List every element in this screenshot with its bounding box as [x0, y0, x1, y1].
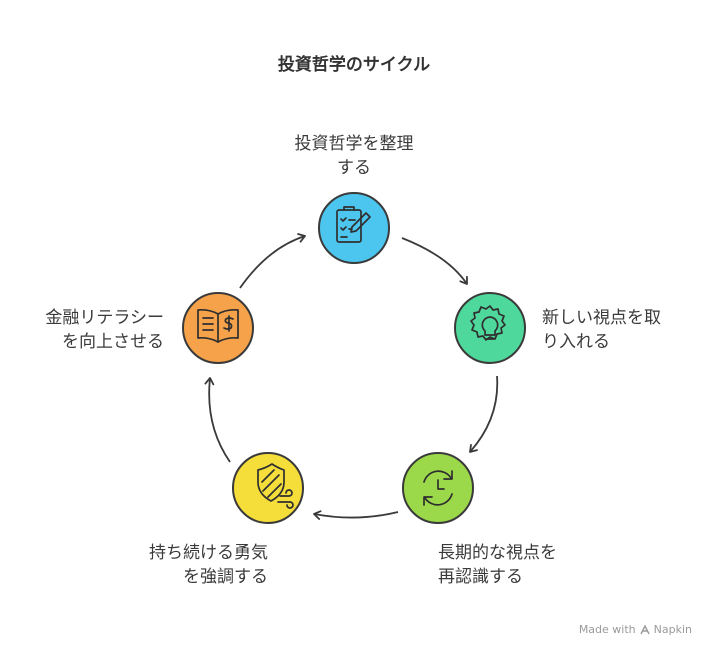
- arrow-long-term-to-courage: [313, 510, 399, 520]
- node-new-view: [454, 292, 526, 364]
- label-long-term-line2: 再認識する: [438, 567, 523, 587]
- watermark-prefix: Made with: [578, 623, 636, 636]
- label-new-view: 新しい視点を取 り入れる: [542, 306, 661, 354]
- label-new-view-line2: り入れる: [542, 332, 610, 352]
- label-literacy-line1: 金融リテラシー: [45, 308, 164, 328]
- node-courage: [232, 452, 304, 524]
- label-literacy: 金融リテラシー を向上させる: [45, 306, 164, 354]
- label-courage-line1: 持ち続ける勇気: [149, 543, 268, 563]
- book-dollar-icon: [197, 308, 239, 343]
- label-new-view-line1: 新しい視点を取: [542, 308, 661, 328]
- label-organize-line2: する: [337, 158, 371, 178]
- arrow-courage-to-literacy: [204, 377, 231, 463]
- watermark-brand: Napkin: [653, 623, 692, 636]
- gear-lightbulb-icon: [470, 305, 506, 341]
- napkin-logo-icon: [640, 624, 650, 634]
- node-organize: [318, 192, 390, 264]
- node-literacy: [182, 292, 254, 364]
- label-organize-line1: 投資哲学を整理: [294, 134, 414, 154]
- node-long-term: [402, 452, 474, 524]
- label-courage: 持ち続ける勇気 を強調する: [149, 541, 268, 589]
- diagram-title: 投資哲学のサイクル: [277, 55, 431, 75]
- arrow-organize-to-new-view: [401, 237, 468, 285]
- clipboard-pencil-icon: [336, 206, 371, 243]
- watermark: Made with Napkin: [579, 623, 692, 636]
- label-long-term: 長期的な視点を 再認識する: [438, 541, 557, 589]
- shield-wind-icon: [257, 463, 294, 509]
- arrow-new-view-to-long-term: [469, 375, 499, 453]
- label-literacy-line2: を向上させる: [62, 332, 164, 352]
- label-long-term-line1: 長期的な視点を: [438, 543, 557, 563]
- label-organize: 投資哲学を整理 する: [254, 132, 454, 180]
- label-courage-line2: を強調する: [183, 567, 268, 587]
- arrow-literacy-to-organize: [239, 233, 306, 289]
- refresh-clock-icon: [423, 470, 453, 506]
